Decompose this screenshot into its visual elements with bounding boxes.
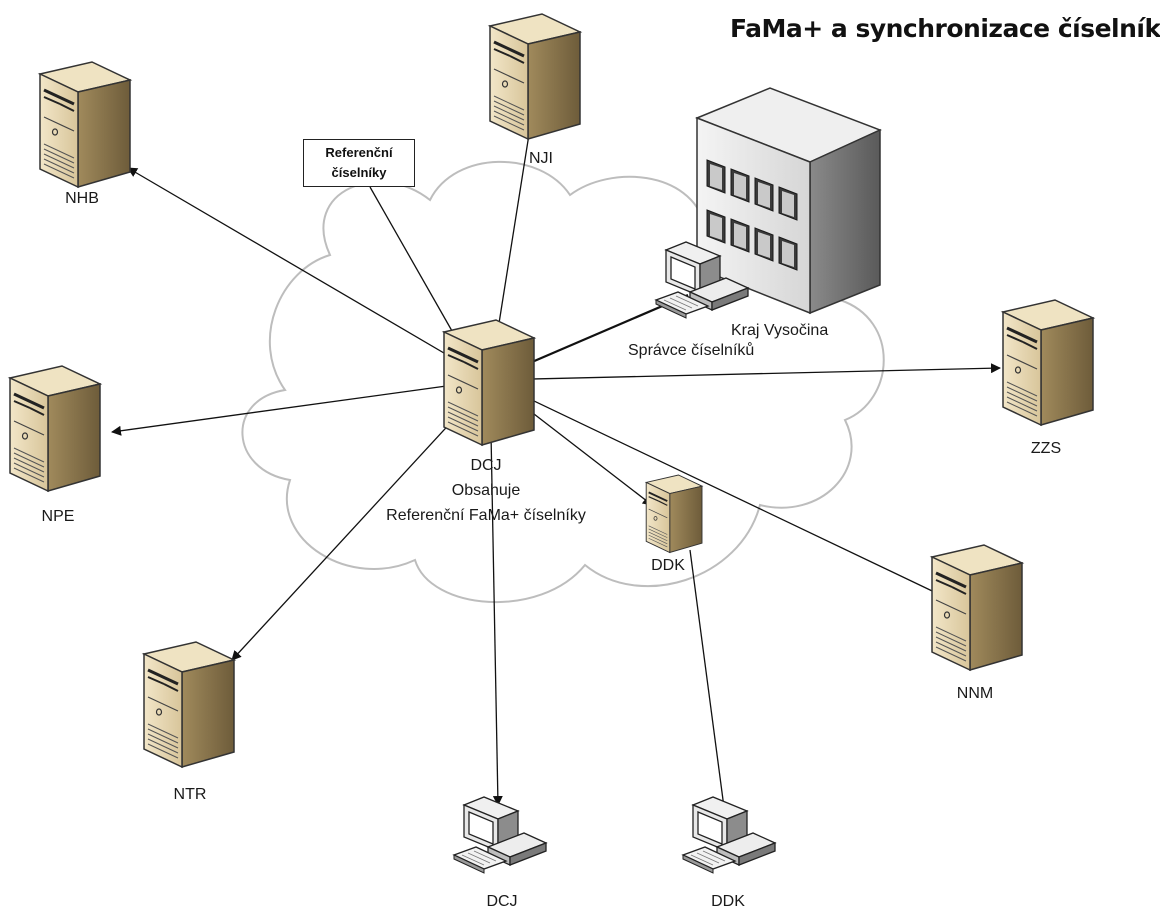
workstation-dcj-icon — [453, 796, 547, 874]
server-nnm-icon — [930, 543, 1024, 672]
building-icon — [694, 87, 882, 315]
label-dcj-desc-2: Referenční FaMa+ číselníky — [386, 507, 586, 524]
arrow-dcj-to-npe — [111, 379, 491, 436]
diagram-title: FaMa+ a synchronizace číselníků — [730, 14, 1160, 43]
label-ddk-pc: DDK — [711, 893, 745, 910]
arrow-dcj-to-zzs — [489, 363, 1001, 381]
server-zzs-icon — [1001, 298, 1095, 427]
label-spravce: Správce číselníků — [628, 342, 755, 359]
label-dcj-center: DCJ — [470, 457, 502, 474]
label-dcj-pc: DCJ — [486, 893, 518, 910]
server-npe-icon — [8, 364, 102, 493]
label-ddk-server: DDK — [651, 557, 685, 574]
callout-line-1: Referenční — [325, 145, 393, 160]
callout-line-2: číselníky — [331, 165, 387, 180]
callout-box: Referenční číselníky — [303, 139, 415, 187]
server-dcj-icon — [442, 318, 536, 447]
workstation-ddk-icon — [682, 796, 776, 874]
label-zzs: ZZS — [1030, 440, 1062, 457]
label-npe: NPE — [41, 508, 75, 525]
arrow-ddk-to-ddk-pc — [689, 549, 729, 816]
connectors — [111, 127, 1001, 816]
arrow-dcj-to-dcj-pc — [489, 379, 503, 806]
server-ddk-icon — [645, 474, 703, 554]
label-kraj: Kraj Vysočina — [731, 322, 829, 339]
label-nnm: NNM — [956, 685, 994, 702]
label-dcj-desc-1: Obsahuje — [451, 482, 521, 499]
server-nji-icon — [488, 12, 582, 141]
arrow-dcj-to-nnm — [489, 379, 973, 611]
label-nhb: NHB — [65, 190, 99, 207]
label-nji: NJI — [529, 150, 553, 167]
arrow-dcj-to-nhb — [127, 167, 491, 381]
label-ntr: NTR — [173, 786, 207, 803]
server-ntr-icon — [142, 640, 236, 769]
server-nhb-icon — [38, 60, 132, 189]
callout-leader — [369, 186, 461, 346]
